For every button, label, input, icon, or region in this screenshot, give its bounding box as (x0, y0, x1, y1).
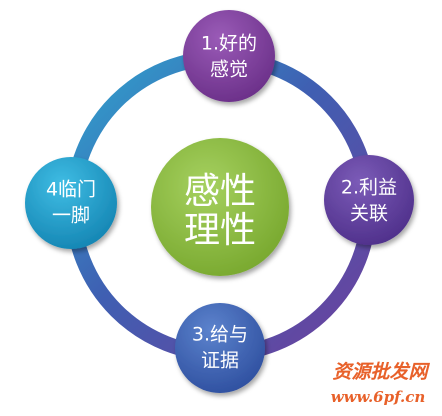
node-1-line1: 1.好的 (201, 33, 257, 55)
watermark-line2: www.6pf.cn (331, 388, 426, 406)
node-2-line2: 关联 (350, 203, 388, 225)
center-label-line2: 理性 (184, 210, 256, 251)
node-4-line1: 4临门 (46, 179, 96, 201)
node-1-line2: 感觉 (210, 59, 248, 81)
node-good-feeling (183, 10, 275, 102)
watermark: 资源批发网 www.6pf.cn (331, 361, 431, 406)
center-node (151, 138, 289, 276)
node-4-line2: 一脚 (52, 205, 90, 227)
node-benefit-link (324, 155, 414, 245)
node-2-line1: 2.利益 (341, 177, 397, 199)
node-final-push (25, 157, 117, 249)
node-3-line1: 3.给与 (192, 324, 248, 346)
node-give-evidence (175, 303, 265, 393)
node-3-line2: 证据 (201, 350, 239, 372)
center-label-line1: 感性 (184, 171, 256, 212)
watermark-line1: 资源批发网 (332, 361, 430, 383)
